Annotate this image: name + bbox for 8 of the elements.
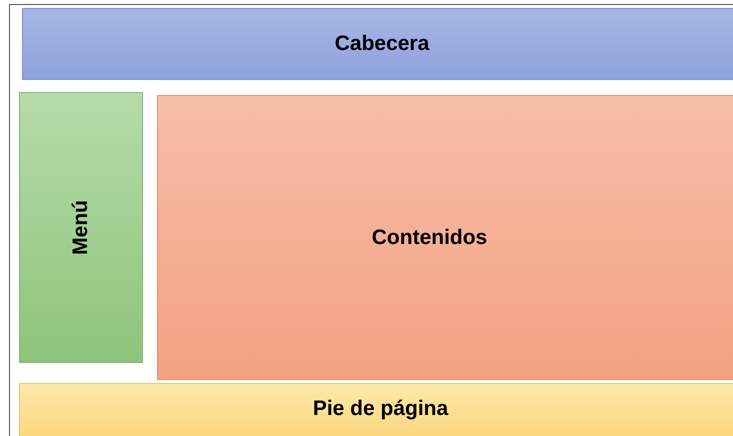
region-label: Pie de página <box>312 397 448 421</box>
content-area <box>157 95 733 380</box>
menu-panel <box>19 92 143 363</box>
region-label: Menú <box>69 200 93 255</box>
region-label: Cabecera <box>334 32 430 56</box>
header-bar <box>22 8 733 80</box>
region-label: Contenidos <box>372 226 488 250</box>
footer-bar <box>19 383 733 436</box>
